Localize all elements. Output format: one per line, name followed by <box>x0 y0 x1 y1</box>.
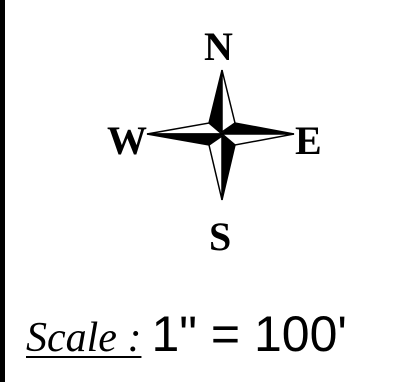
east-label: E <box>295 118 322 163</box>
east-point-upper-half <box>219 122 295 135</box>
south-label: S <box>209 214 232 259</box>
west-point-lower-half <box>146 133 225 146</box>
north-arrow-compass: N S W E <box>107 24 322 259</box>
north-point-right-half <box>221 69 236 134</box>
south-point-left-half <box>208 134 223 201</box>
south-point-right-half <box>221 134 236 201</box>
north-point-left-half <box>208 69 223 134</box>
map-scale: Scale :1" = 100' <box>26 305 347 363</box>
west-label: W <box>107 118 147 163</box>
scale-label: Scale : <box>26 315 142 361</box>
west-point-upper-half <box>146 122 225 135</box>
east-point-lower-half <box>219 133 295 146</box>
map-border-line <box>0 0 5 382</box>
scale-value: 1" = 100' <box>151 306 347 362</box>
compass-rose-icon <box>146 69 295 201</box>
north-label: N <box>204 24 233 69</box>
